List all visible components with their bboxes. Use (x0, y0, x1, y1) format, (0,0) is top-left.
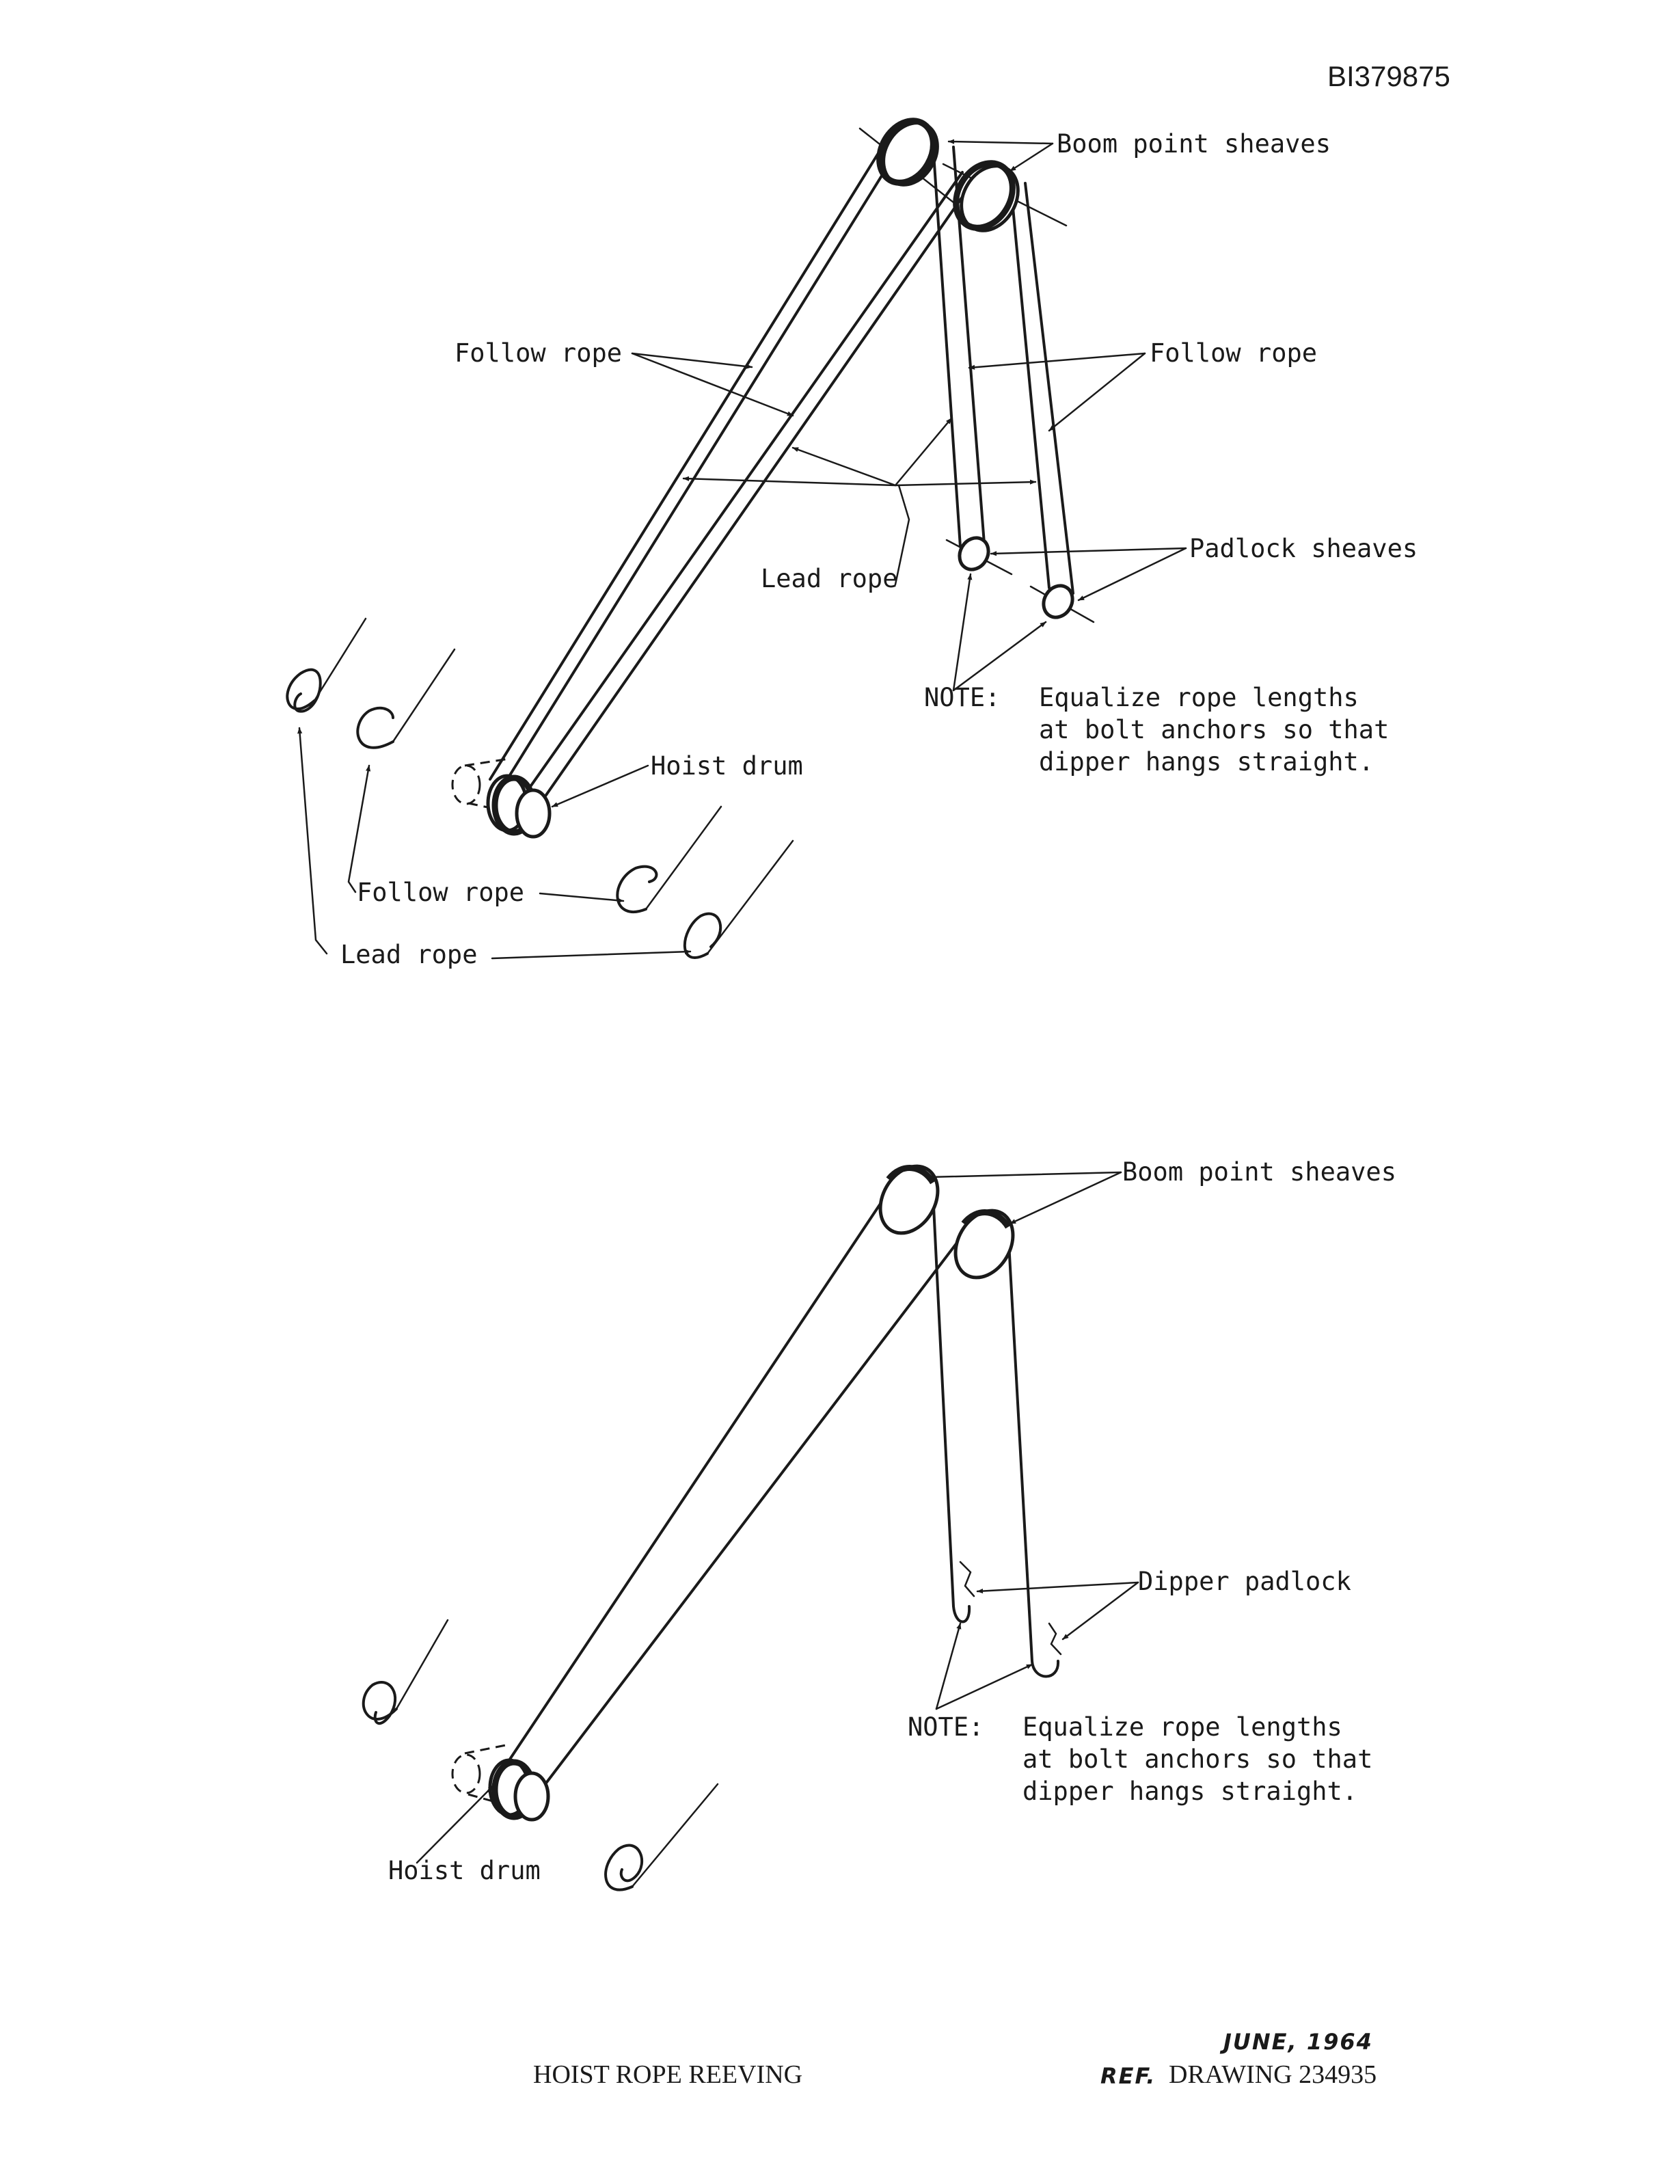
bottom-rope-anchor-1 (362, 1619, 449, 1725)
drawing-title: HOIST ROPE REEVING (533, 2060, 803, 2089)
top-note-text: Equalize rope lengths at bolt anchors so… (1039, 682, 1389, 778)
top-rope-anchor-lead-1 (286, 617, 367, 713)
bottom-dipper-padlock-label: Dipper padlock (1138, 1567, 1351, 1596)
bottom-rope-down-1 (932, 1191, 971, 1623)
reference-prefix: REF. (1100, 2063, 1156, 2089)
top-note-line-1: Equalize rope lengths (1039, 683, 1359, 712)
top-follow-rope-right-label: Follow rope (1150, 338, 1318, 368)
top-boom-point-sheave-1 (858, 118, 958, 206)
top-view-diagram (286, 118, 1187, 960)
bottom-rope-anchor-2 (604, 1783, 719, 1891)
top-padlock-sheave-1 (945, 536, 1013, 576)
document-id: BI379875 (1327, 60, 1450, 92)
bottom-note-text: Equalize rope lengths at bolt anchors so… (1022, 1711, 1372, 1807)
bottom-note-label: NOTE: (908, 1712, 984, 1742)
top-lead-rope-right (1009, 178, 1074, 595)
top-rope-anchor-follow-2 (616, 805, 722, 913)
reference-drawing: DRAWING 234935 (1169, 2060, 1377, 2089)
bottom-boom-point-sheave-1 (878, 1164, 940, 1235)
bottom-rope-right-lead (528, 1232, 965, 1806)
top-note-line-2: at bolt anchors so that (1039, 715, 1390, 744)
bottom-rope-down-2 (1007, 1229, 1060, 1678)
bottom-leader-lines (416, 1171, 1139, 1864)
top-padlock-sheave-2 (1029, 584, 1095, 623)
top-note-label: NOTE: (924, 683, 1001, 712)
bottom-rope-left (487, 1188, 891, 1792)
drawing-date: JUNE, 1964 (1223, 2029, 1373, 2055)
top-lead-rope-left (524, 171, 976, 805)
bottom-view-diagram (362, 1164, 1139, 1891)
bottom-boom-point-sheave-2 (953, 1209, 1015, 1280)
bottom-note-line-3: dipper hangs straight. (1022, 1777, 1358, 1806)
bottom-hoist-drum-label: Hoist drum (388, 1856, 541, 1885)
top-boom-point-sheaves-label: Boom point sheaves (1057, 129, 1331, 159)
top-follow-rope-left-label: Follow rope (455, 338, 623, 368)
bottom-note-line-2: at bolt anchors so that (1022, 1744, 1373, 1774)
top-rope-anchor-follow-1 (356, 648, 456, 749)
top-boom-point-sheave-2 (942, 160, 1068, 232)
top-follow-rope-left (489, 135, 902, 787)
top-padlock-sheaves-label: Padlock sheaves (1189, 534, 1418, 563)
bottom-hoist-drum (451, 1743, 550, 1822)
top-hoist-drum (451, 757, 552, 839)
bottom-dipper-padlock-1 (959, 1561, 975, 1597)
top-lead-rope-bottom-label: Lead rope (340, 940, 478, 969)
bottom-note-line-1: Equalize rope lengths (1022, 1712, 1342, 1742)
bottom-dipper-padlock-2 (1048, 1622, 1062, 1656)
top-follow-rope-bottom-label: Follow rope (357, 878, 525, 907)
bottom-boom-point-sheaves-label: Boom point sheaves (1122, 1157, 1396, 1187)
top-note-line-3: dipper hangs straight. (1039, 747, 1374, 777)
top-rope-anchor-lead-2 (683, 839, 794, 959)
top-lead-rope-label: Lead rope (761, 564, 898, 593)
top-leader-lines (297, 139, 1187, 960)
top-hoist-drum-label: Hoist drum (651, 751, 803, 781)
